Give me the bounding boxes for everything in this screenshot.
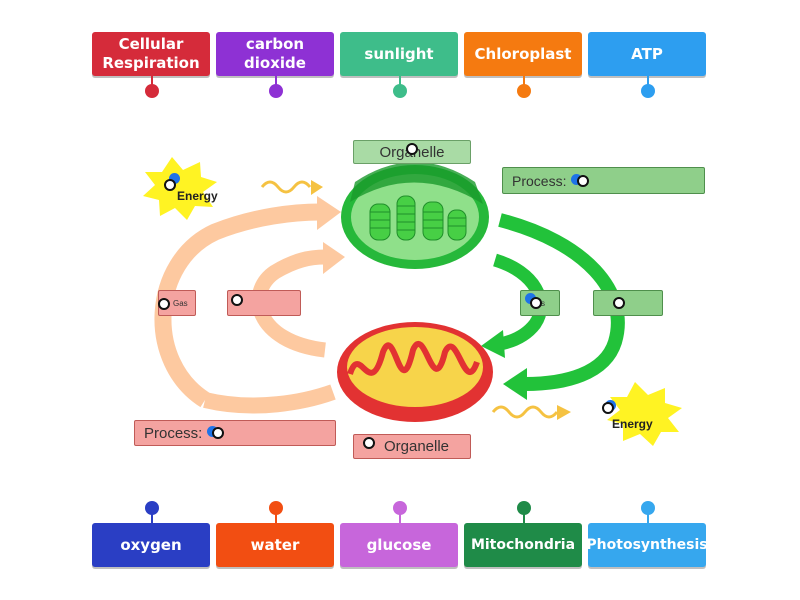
tile-mitochondria[interactable]: Mitochondria <box>464 523 582 567</box>
drop-target-organelle-top[interactable] <box>406 143 418 155</box>
gas-right-text: s <box>541 298 545 308</box>
orange-arrowhead-outer <box>317 196 341 230</box>
green-arrow-outer <box>498 213 625 391</box>
tile-label: glucose <box>366 535 432 554</box>
green-arrowhead-inner <box>481 330 505 358</box>
tile-label: Chloroplast <box>474 44 572 63</box>
pin-dot[interactable] <box>517 501 531 515</box>
green-arrow-inner <box>492 253 548 351</box>
drop-target-process-top[interactable] <box>577 175 589 187</box>
pin-dot[interactable] <box>517 84 531 98</box>
drop-target-energy-top[interactable] <box>164 179 176 191</box>
drop-target-organelle-bottom[interactable] <box>363 437 375 449</box>
pin-stem <box>647 76 649 86</box>
tile-label: Cellular Respiration <box>102 35 200 72</box>
orange-arrow-inner <box>251 249 327 358</box>
drop-target-process-bottom[interactable] <box>212 427 224 439</box>
pin-dot[interactable] <box>393 84 407 98</box>
organelle-bottom-text: Organelle <box>383 438 450 455</box>
drop-target-energy-bottom[interactable] <box>602 402 614 414</box>
grana-lines <box>370 205 466 231</box>
tile-water[interactable]: water <box>216 523 334 567</box>
orange-arrowhead-inner <box>323 242 345 274</box>
drop-target-marker <box>169 173 180 184</box>
tile-atp[interactable]: ATP <box>588 32 706 76</box>
tile-label: Photosynthesis <box>586 536 708 553</box>
pin-dot[interactable] <box>269 84 283 98</box>
energy-label-top: Energy <box>177 189 218 203</box>
pin-stem <box>275 76 277 86</box>
tile-chloroplast[interactable]: Chloroplast <box>464 32 582 76</box>
chloroplast-membrane <box>350 162 483 204</box>
drop-target-gas-left-small[interactable] <box>158 298 170 310</box>
tile-oxygen[interactable]: oxygen <box>92 523 210 567</box>
process-top-text: Process: <box>512 172 567 189</box>
sun-burst-bottom <box>607 382 682 446</box>
tile-glucose[interactable]: glucose <box>340 523 458 567</box>
orange-arrow-base <box>203 384 336 414</box>
tile-cellular-respiration[interactable]: Cellular Respiration <box>92 32 210 76</box>
pin-stem <box>151 76 153 86</box>
pin-dot[interactable] <box>641 84 655 98</box>
drop-target-gas-right-wide[interactable] <box>613 297 625 309</box>
pin-stem <box>647 513 649 523</box>
diagram-artwork: Energy Energy <box>143 157 682 446</box>
orange-arrow-outer <box>154 203 321 408</box>
energy-squiggle-head-bottom <box>557 405 571 420</box>
tile-photosynthesis[interactable]: Photosynthesis <box>586 523 708 567</box>
energy-squiggle-bottom <box>491 405 559 419</box>
tile-label: Mitochondria <box>470 536 576 553</box>
tile-carbon-dioxide[interactable]: carbon dioxide <box>216 32 334 76</box>
sun-burst-top <box>143 157 217 220</box>
pin-dot[interactable] <box>393 501 407 515</box>
pin-dot[interactable] <box>145 501 159 515</box>
pin-stem <box>399 76 401 86</box>
pin-dot[interactable] <box>145 84 159 98</box>
tile-label: ATP <box>631 44 663 63</box>
process-bottom-text: Process: <box>144 424 203 442</box>
gas-left-text: Gas <box>173 298 188 308</box>
drop-target-gas-left-wide[interactable] <box>231 294 243 306</box>
pin-stem <box>523 76 525 86</box>
pin-stem <box>151 513 153 523</box>
energy-squiggle-top <box>260 180 312 194</box>
drop-target-gas-right-small[interactable] <box>530 297 542 309</box>
pin-stem <box>523 513 525 523</box>
tile-label: oxygen <box>120 535 182 554</box>
tile-label: carbon dioxide <box>244 35 306 72</box>
mitochondrion-cristae <box>347 340 480 376</box>
process-box-bottom: Process: <box>134 420 336 446</box>
pin-dot[interactable] <box>641 501 655 515</box>
cycle-diagram: Energy Energy Organelle Process: Process… <box>105 112 710 464</box>
process-box-top: Process: <box>502 167 705 194</box>
tile-sunlight[interactable]: sunlight <box>340 32 458 76</box>
gas-box-right-wide <box>593 290 663 316</box>
energy-label-bottom: Energy <box>612 417 653 431</box>
energy-squiggle-head-top <box>311 180 323 195</box>
drop-target-marker <box>571 174 582 185</box>
pin-dot[interactable] <box>269 501 283 515</box>
tile-label: water <box>250 535 300 554</box>
tile-label: sunlight <box>364 44 434 63</box>
green-arrowhead-outer <box>503 368 527 400</box>
pin-stem <box>399 513 401 523</box>
pin-stem <box>275 513 277 523</box>
